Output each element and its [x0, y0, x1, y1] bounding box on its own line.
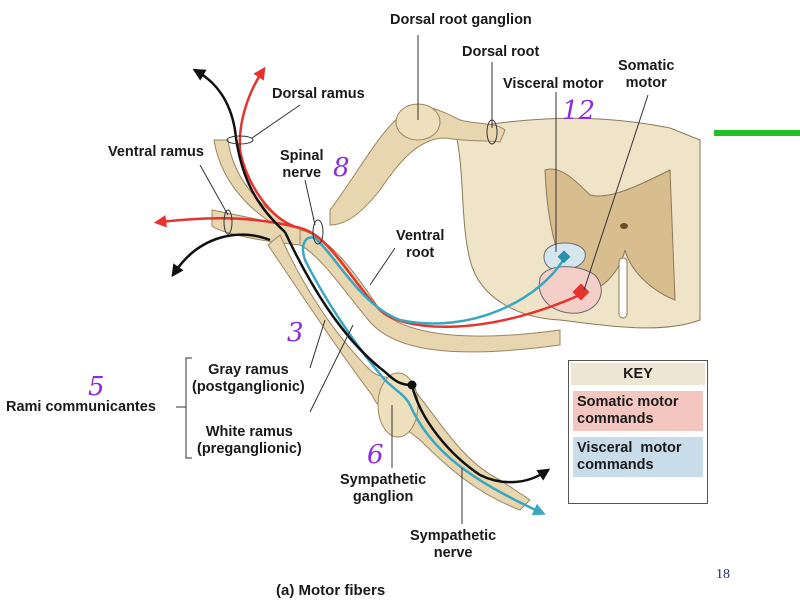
ring-ventral-ramus — [223, 209, 233, 235]
label-gray-ramus-line2: (postganglionic) — [192, 379, 305, 395]
ring-spinal-nerve — [312, 219, 324, 245]
label-white-ramus-line2: (preganglionic) — [197, 441, 302, 457]
label-sympathetic-nerve-line1: Sympathetic — [410, 528, 497, 544]
ring-dorsal-root — [486, 119, 498, 145]
legend-somatic-line2: commands — [577, 411, 654, 427]
annotation-3: 3 — [287, 318, 304, 348]
label-visceral-motor: Visceral motor — [503, 76, 604, 92]
label-white-ramus: White ramus(preganglionic) — [197, 424, 302, 458]
ventral-ramus-trunk — [211, 209, 301, 246]
label-somatic-motor-line2: motor — [625, 75, 667, 91]
central-canal — [620, 223, 628, 229]
postganglionic-fiber-gray-ramus — [283, 231, 413, 387]
leader-white-ramus — [309, 324, 354, 413]
postganglionic-fiber-sympathetic — [410, 384, 551, 484]
highlight-bar — [714, 130, 800, 136]
annotation-5: 5 — [88, 372, 105, 402]
leader-spinal-nerve — [304, 179, 316, 226]
ganglion-synapse — [407, 380, 417, 390]
legend-visceral-line2: commands — [577, 457, 654, 473]
legend-title: KEY — [571, 363, 705, 385]
leader-gray-ramus — [309, 319, 326, 369]
annotation-8: 8 — [333, 153, 350, 183]
ring-dorsal-ramus — [226, 135, 254, 145]
sympathetic-chain — [267, 234, 531, 511]
label-dorsal-root-ganglion: Dorsal root ganglion — [390, 12, 532, 28]
label-ventral-ramus: Ventral ramus — [108, 144, 204, 160]
page-number: 18 — [716, 567, 730, 582]
label-sympathetic-ganglion-line1: Sympathetic — [340, 472, 427, 488]
label-dorsal-root: Dorsal root — [462, 44, 540, 60]
label-white-ramus-line1: White ramus — [205, 424, 293, 440]
legend-somatic-line1: Somatic motor — [577, 394, 679, 410]
label-spinal-nerve-line1: Spinal — [280, 148, 324, 164]
annotation-12: 12 — [562, 96, 596, 126]
label-sympathetic-nerve-line2: nerve — [433, 545, 473, 561]
label-rami-communicantes: Rami communicantes — [6, 399, 156, 415]
label-somatic-motor-line1: Somatic — [618, 58, 675, 74]
leader-ventral-root — [369, 247, 396, 286]
legend-visceral-line1: Visceral motor — [577, 440, 682, 456]
postganglionic-fiber-ventral — [171, 233, 271, 278]
anterior-fissure — [618, 257, 628, 319]
leader-dorsal-ramus — [251, 104, 301, 139]
ventral-root — [299, 229, 561, 353]
somatic-motor-nucleus — [538, 266, 602, 314]
leader-somatic-motor — [583, 94, 649, 291]
label-ventral-root-line1: Ventral — [396, 228, 445, 244]
annotation-6: 6 — [367, 440, 384, 470]
label-spinal-nerve-line2: nerve — [282, 165, 322, 181]
postganglionic-fiber-dorsal — [192, 68, 286, 233]
label-gray-ramus-line1: Gray ramus — [208, 362, 289, 378]
label-sympathetic-ganglion-line2: ganglion — [352, 489, 414, 505]
label-ventral-root-line2: root — [406, 245, 435, 261]
label-dorsal-ramus: Dorsal ramus — [272, 86, 365, 102]
rami-bracket — [185, 357, 192, 459]
label-gray-ramus: Gray ramus(postganglionic) — [192, 362, 305, 396]
figure-caption: (a) Motor fibers — [276, 582, 386, 599]
somatic-fiber-ventral — [153, 215, 301, 230]
somatic-fiber-dorsal — [238, 66, 583, 329]
visceral-fiber — [301, 236, 567, 516]
leader-ventral-ramus — [199, 164, 229, 216]
